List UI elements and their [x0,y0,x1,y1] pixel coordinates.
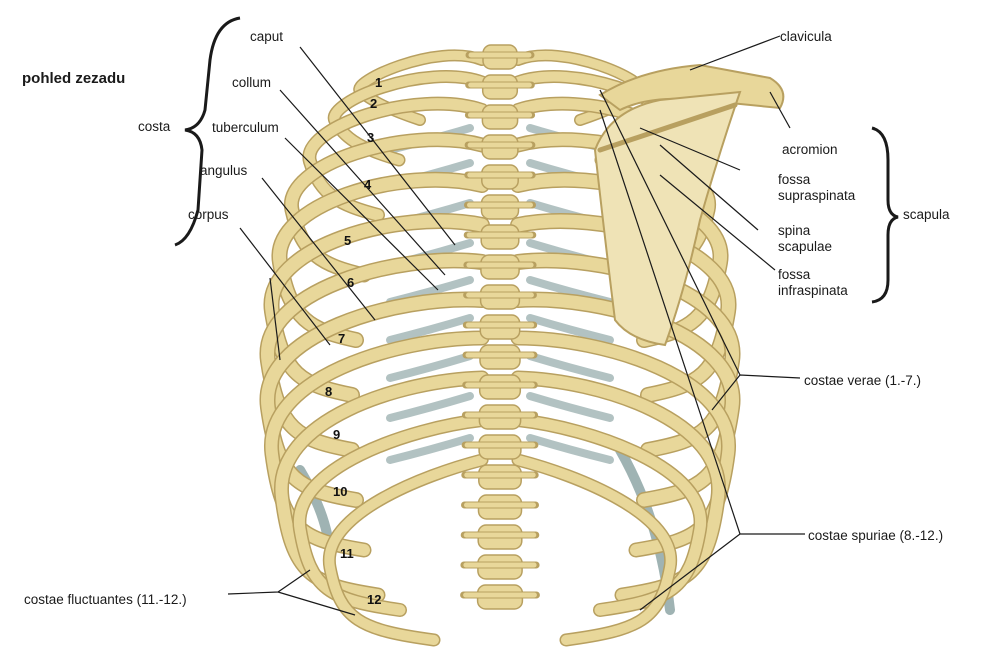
label-scapula: scapula [903,207,950,222]
leader-corpus-2 [269,277,281,361]
spine-layer [460,44,540,610]
leader-caput [299,46,456,246]
rib-number-2: 2 [370,96,378,111]
leader-costae-spuriae-2 [599,109,741,535]
label-fossa-supraspinata-line1: fossa [778,172,811,187]
intercostal-right-10 [526,392,614,422]
rib-number-5: 5 [344,233,352,248]
intercostal-right-11 [526,434,614,464]
label-collum: collum [232,75,272,90]
leader-corpus-1 [239,227,331,346]
rib-right-8 [511,293,739,507]
rib-left-8 [261,293,489,507]
label-fossa-infraspinata-line1: fossa [778,267,811,282]
rib-number-1: 1 [375,75,383,90]
label-costae-fluctuantes: costae fluctuantes (11.-12.) [24,592,187,607]
rib-number-7: 7 [338,331,346,346]
intercostal-right-9 [526,352,614,382]
intercostal-left-10 [386,392,474,422]
view-title: pohled zezadu [22,70,126,87]
leader-collum [279,89,446,276]
rib-right-9 [512,332,735,556]
leader-tuberculum [284,137,439,291]
rib-left-12 [324,455,487,645]
rib-number-6: 6 [347,275,355,290]
rib-number-10: 10 [333,484,348,499]
leader-acromion [769,91,791,129]
rib-left-4 [285,133,488,281]
label-fossa-infraspinata-line2: infraspinata [778,283,848,298]
scapular-spine-ridge [597,102,738,153]
intercostal-right-8 [526,314,614,344]
rib-right-5 [511,173,727,347]
label-costae-verae: costae verae (1.-7.) [804,373,922,388]
label-spina-scapulae-line2: scapulae [778,239,833,254]
label-acromion: acromion [782,142,838,157]
label-angulus: angulus [200,163,248,178]
brace-costa [174,16,241,247]
leader-clavicula [689,35,781,71]
label-caput: caput [250,29,284,44]
intercostal-left-9 [386,352,474,382]
label-fossa-supraspinata-line2: supraspinata [778,188,856,203]
label-corpus: corpus [188,207,229,222]
label-tuberculum: tuberculum [212,120,279,135]
leader-lines [174,16,899,616]
leader-costae-fluctuantes-1 [227,569,311,595]
leader-spina-scapulae [659,144,759,231]
leader-costae-verae-2 [599,89,741,376]
rib-left-5 [273,173,489,347]
intercostal-left-8 [386,314,474,344]
brace-scapula [871,126,899,304]
label-spina-scapulae-line1: spina [778,223,811,238]
leader-fossa-supraspinata [639,127,741,171]
label-costae-spuriae: costae spuriae (8.-12.) [808,528,944,543]
leader-fossa-infraspinata [659,174,776,271]
leader-angulus [261,177,376,321]
rib-number-11: 11 [340,546,354,561]
intercostal-left-11 [386,434,474,464]
label-costa: costa [138,119,171,134]
rib-number-3: 3 [367,130,375,145]
rib-number-12: 12 [367,592,382,607]
rib-number-4: 4 [364,177,372,192]
label-clavicula: clavicula [780,29,832,44]
rib-number-9: 9 [333,427,341,442]
rib-right-12 [513,455,676,645]
rib-left-9 [265,332,488,556]
leader-costae-fluctuantes-2 [277,591,356,616]
rib-number-8: 8 [325,384,333,399]
